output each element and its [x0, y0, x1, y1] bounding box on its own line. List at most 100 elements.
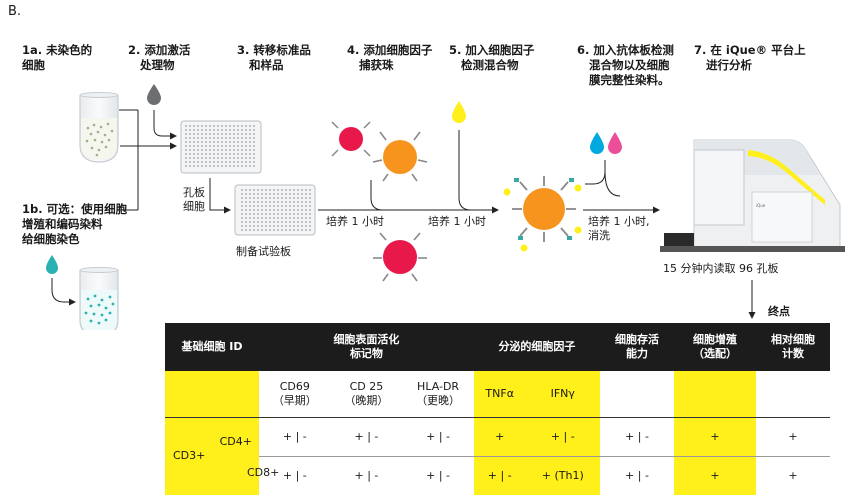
step-1b-line3: 给细胞染色 — [22, 232, 80, 246]
step-5-line1: 5. 加入细胞因子 — [449, 43, 535, 57]
cell-cd8-ifng: + (Th1) — [525, 456, 600, 495]
cell-cd8-count: + — [788, 468, 798, 482]
results-table: 基础细胞 ID 细胞表面活化标记物 分泌的细胞因子 细胞存活能力 细胞增殖（选配… — [165, 323, 830, 495]
cyan-drop-icon — [590, 132, 604, 154]
cd3-label: CD3+ — [173, 449, 206, 462]
header-cell-id: 基础细胞 ID — [165, 323, 259, 371]
cell-cd8-tnfa: + | - — [473, 456, 526, 495]
svg-text:iQue: iQue — [756, 203, 766, 208]
step-5-line2: 检测混合物 — [461, 58, 519, 72]
step-1b-line2: 增殖和编码染料 — [22, 217, 103, 231]
row-id-cd4: CD4+ — [219, 435, 252, 448]
step-4-line1: 4. 添加细胞因子 — [347, 43, 433, 57]
sub-cell-empty-id — [165, 371, 259, 417]
cell-cd8-viability: + | - — [625, 468, 649, 482]
cell-plate-icon — [180, 120, 262, 174]
step-2-line1: 2. 添加激活 — [128, 43, 191, 57]
red-bead-small-icon — [331, 121, 371, 157]
header-viability: 细胞存活能力 — [600, 323, 674, 371]
table-row: CD3+ CD4+ + | - + | - + | - + + | - + | … — [165, 417, 830, 495]
plate-cells-label: 孔板 细胞 — [183, 186, 205, 214]
step-1a-line2: 细胞 — [22, 58, 45, 72]
cell-cd4-tnfa: + — [473, 417, 526, 456]
step-1b-label: 1b. 可选：使用细胞 增殖和编码染料 给细胞染色 — [22, 202, 127, 247]
table-row: + | - + | - + | - + | - + (Th1) + | - + … — [165, 456, 830, 495]
incubate-2-label: 培养 1 小时 — [428, 215, 486, 228]
red-bead-large-icon — [373, 232, 427, 282]
step-7-line1: 7. 在 iQue® 平台上 — [694, 43, 806, 57]
step-7-label: 7. 在 iQue® 平台上 进行分析 — [694, 43, 806, 73]
cd3-cell: CD3+ CD4+ — [165, 417, 259, 495]
sub-viability-empty — [600, 371, 674, 417]
cell-cd4-viability: + | - — [625, 429, 649, 443]
workflow-diagram: iQue — [46, 84, 845, 330]
sub-ifng: IFNγ — [525, 371, 600, 417]
sub-tnfa: TNFα — [473, 371, 526, 417]
plate-cells-line1: 孔板 — [183, 186, 205, 199]
header-proliferation-text: 细胞增殖（选配） — [693, 333, 737, 360]
step-2-line2: 处理物 — [140, 58, 175, 72]
step-1a-label: 1a. 未染色的 细胞 — [22, 43, 92, 73]
tube-unstained-icon — [79, 92, 119, 163]
cell-cd4-cd69: + | - — [282, 429, 307, 443]
step-6-label: 6. 加入抗体板检测 混合物以及细胞 膜完整性染料。 — [577, 43, 674, 88]
step-3-label: 3. 转移标准品 和样品 — [237, 43, 311, 73]
prep-plate-label: 制备试验板 — [236, 245, 291, 258]
sub-cd25: CD 25（晚期） — [331, 371, 403, 417]
tube-stained-icon — [79, 267, 119, 330]
table-subheader-row: CD69（早期） CD 25（晚期） HLA-DR（更晚） TNFα IFNγ — [165, 371, 830, 417]
sub-proliferation-empty — [674, 371, 756, 417]
header-proliferation: 细胞增殖（选配） — [674, 323, 756, 371]
sub-cd69: CD69（早期） — [259, 371, 331, 417]
sub-count-empty — [756, 371, 830, 417]
cell-cd4-ifng: + | - — [525, 417, 600, 456]
sub-cd69-text: CD69（早期） — [272, 379, 317, 407]
step-2-label: 2. 添加激活 处理物 — [128, 43, 190, 73]
panel-label: B. — [8, 4, 22, 19]
cell-cd4-proliferation: + — [674, 417, 756, 456]
header-viability-text: 细胞存活能力 — [615, 333, 659, 360]
step-4-label: 4. 添加细胞因子 捕获珠 — [347, 43, 432, 73]
incubate-3-line1: 培养 1 小时, — [588, 215, 650, 228]
incubate-3-line2: 消洗 — [588, 229, 610, 242]
cell-cd4-cd25: + | - — [354, 429, 379, 443]
gray-drop-icon — [147, 84, 161, 105]
step-3-line2: 和样品 — [249, 58, 284, 72]
header-count: 相对细胞计数 — [756, 323, 830, 371]
step-4-line2: 捕获珠 — [359, 58, 394, 72]
sub-hladr-text: HLA-DR（更晚） — [416, 379, 461, 407]
step-3-line1: 3. 转移标准品 — [237, 43, 311, 57]
step-6-line2: 混合物以及细胞 — [589, 58, 670, 72]
yellow-drop-icon — [452, 101, 466, 123]
cytokine-complex-icon — [503, 176, 582, 252]
table-header-row: 基础细胞 ID 细胞表面活化标记物 分泌的细胞因子 细胞存活能力 细胞增殖（选配… — [165, 323, 830, 371]
ique-instrument-icon: iQue — [660, 139, 845, 252]
step-6-line1: 6. 加入抗体板检测 — [577, 43, 674, 57]
cell-cd8-hladr: + | - — [426, 468, 450, 482]
header-cytokines: 分泌的细胞因子 — [473, 323, 600, 371]
row-id-cd8: CD8+ — [247, 466, 280, 479]
sub-cd25-text: CD 25（晚期） — [344, 379, 389, 407]
teal-drop-icon — [46, 255, 58, 274]
prep-plate-icon — [234, 184, 316, 236]
cell-cd8-cd69: + | - — [282, 468, 307, 482]
step-5-label: 5. 加入细胞因子 检测混合物 — [449, 43, 534, 73]
step-7-line2: 进行分析 — [706, 58, 752, 72]
step-1a-line1: 1a. 未染色的 — [22, 43, 93, 57]
cell-cd8-cd25: + | - — [354, 468, 379, 482]
header-surface-markers-text: 细胞表面活化标记物 — [333, 333, 400, 360]
magenta-drop-icon — [608, 132, 622, 154]
plate-cells-line2: 细胞 — [183, 200, 205, 213]
step-6-line3: 膜完整性染料。 — [589, 73, 670, 87]
orange-bead-icon — [372, 131, 428, 182]
header-surface-markers: 细胞表面活化标记物 — [259, 323, 474, 371]
step-1b-line1: 1b. 可选：使用细胞 — [22, 202, 128, 216]
endpoint-label: 终点 — [768, 305, 790, 318]
read-label: 15 分钟内读取 96 孔板 — [663, 262, 779, 275]
incubate-3-label: 培养 1 小时, 消洗 — [588, 215, 650, 243]
header-count-text: 相对细胞计数 — [771, 333, 815, 360]
sub-hladr: HLA-DR（更晚） — [402, 371, 474, 417]
cell-cd4-count: + — [788, 429, 798, 443]
cell-cd4-hladr: + | - — [426, 429, 450, 443]
cell-cd8-proliferation: + — [674, 456, 756, 495]
